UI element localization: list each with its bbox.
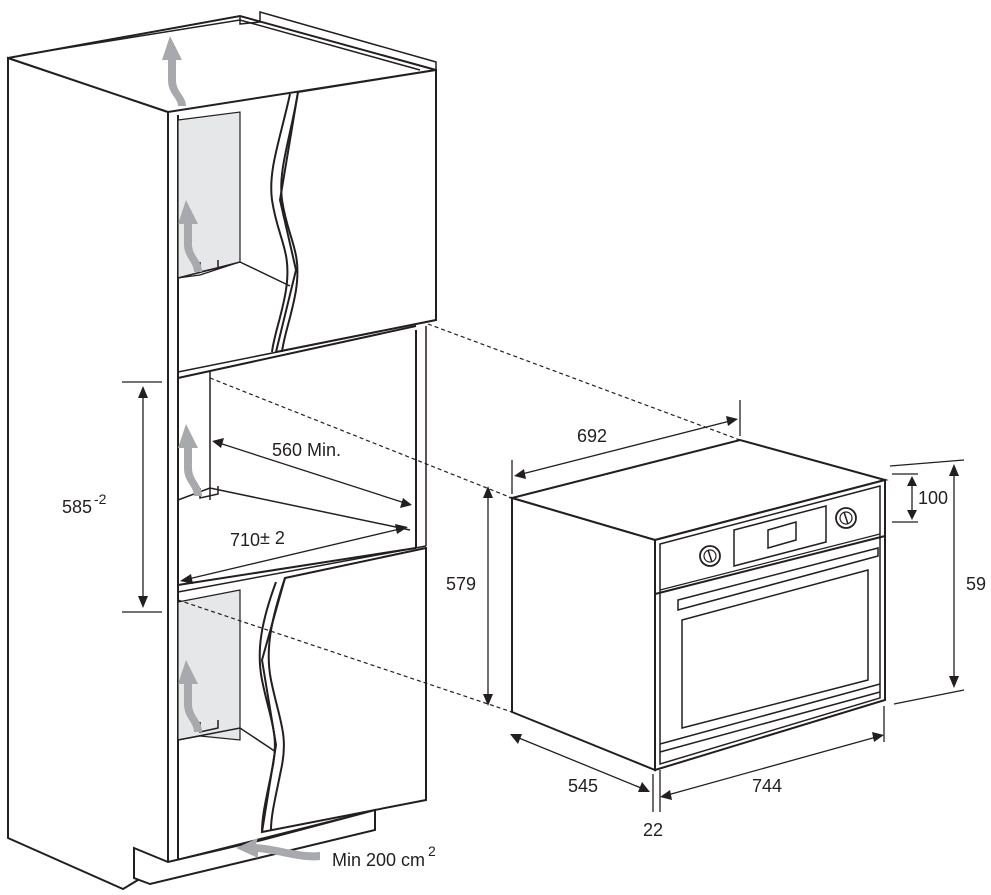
plinth-top-edge [167,809,376,863]
dim-710-arrow-right [395,524,408,534]
lower-shelf-line [177,727,286,759]
dim-744-label: 744 [752,776,782,796]
airflow-arrow-icon [178,424,202,496]
dim-100-label: 100 [918,488,948,508]
oven-side-face [511,496,656,772]
projection-line-middle [209,377,513,499]
dim-710-arrow-left [180,574,193,584]
oven-bottom-trim [659,683,881,745]
niche-top-edge [177,325,417,379]
cabinet-left-panel [7,56,169,891]
oven-control-panel-divider-2 [659,533,881,591]
airflow-arrow-icon [178,660,202,732]
projection-line-top [427,323,741,441]
built-in-oven [508,438,889,772]
lower-compartment-back [177,589,241,741]
dim-692-arrow-left [514,469,526,479]
dim-710-tolerance: ± 2 [260,528,285,548]
niche-bottom-edge-2 [177,545,427,593]
dim-545-arrow-left [510,734,522,744]
upper-door [274,68,437,354]
dim-579-arrow-bottom [483,694,493,706]
dim-560-label: 560 Min. [272,440,341,460]
upper-door-cut-edge-1 [270,93,291,353]
oven-door-window [681,569,869,729]
airflow-arrow-icon [236,838,320,861]
oven-bottom-trim-2 [659,691,881,753]
oven-dimensions: 692 579 545 22 744 100 59 [446,400,986,840]
niche-top-edge-2 [177,319,437,373]
dim-744-arrow-left [660,790,672,800]
dim-59-ext-top [889,459,965,467]
dim-744-arrow-right [872,732,884,742]
dim-710-label: 710 [230,530,260,550]
dim-545-label: 545 [568,776,598,796]
dim-744-line [663,735,881,797]
dim-59-ext-bottom [893,689,965,705]
cabinet-top-notch [239,11,437,70]
projection-lines [177,323,741,713]
dim-585-arrow-top [138,386,148,398]
knob-icon [699,545,721,567]
niche-floor-line [177,487,411,531]
dim-100-arrow-bottom [907,510,917,520]
dim-579-label: 579 [446,574,476,594]
dim-585-arrow-bottom [138,596,148,608]
knob-icon [835,507,857,529]
oven-control-panel-divider [654,535,886,595]
dim-579-arrow-top [483,486,493,498]
lower-door [260,546,427,834]
lower-door-cut-edge-2 [267,577,286,831]
dim-560-arrow-right [400,498,412,508]
dim-545-line [513,735,647,791]
dim-545-arrow-right [638,782,650,792]
oven-door-handle [677,547,879,611]
airflow-arrow-icon [178,200,202,272]
ventilation-unit-superscript: 2 [428,843,436,859]
display-icon [767,521,797,549]
dim-100-arrow-top [907,476,917,486]
lower-door-cut-edge-1 [258,581,277,833]
upper-shelf-line [177,261,291,287]
dim-710-line [183,527,405,581]
dim-692-label: 692 [577,426,607,446]
ventilation-label: Min 200 cm [332,850,425,870]
dim-59-label: 59 [966,574,986,594]
airflow-arrow-icon [162,36,186,106]
ventilation-note: Min 200 cm 2 [332,843,436,870]
dim-59-arrow-bottom [949,676,959,688]
dim-560-line [215,441,409,505]
dim-22-label: 22 [643,820,663,840]
niche-bottom-edge [177,547,417,586]
airflow-arrows [162,36,320,861]
projection-line-bottom [177,599,513,713]
dim-692-line [517,419,735,476]
dim-692-arrow-right [726,416,738,426]
dim-59-arrow-top [949,464,959,476]
dim-560-arrow-left [212,438,224,448]
dim-585-label: 585 [62,497,92,517]
cabinet-dimensions: 585 -2 560 Min. 710 ± 2 [62,381,412,613]
upper-door-cut-edge-2 [280,91,299,353]
dim-585-tolerance: -2 [94,491,107,507]
tall-cabinet [7,11,437,891]
upper-compartment-back [177,111,241,279]
